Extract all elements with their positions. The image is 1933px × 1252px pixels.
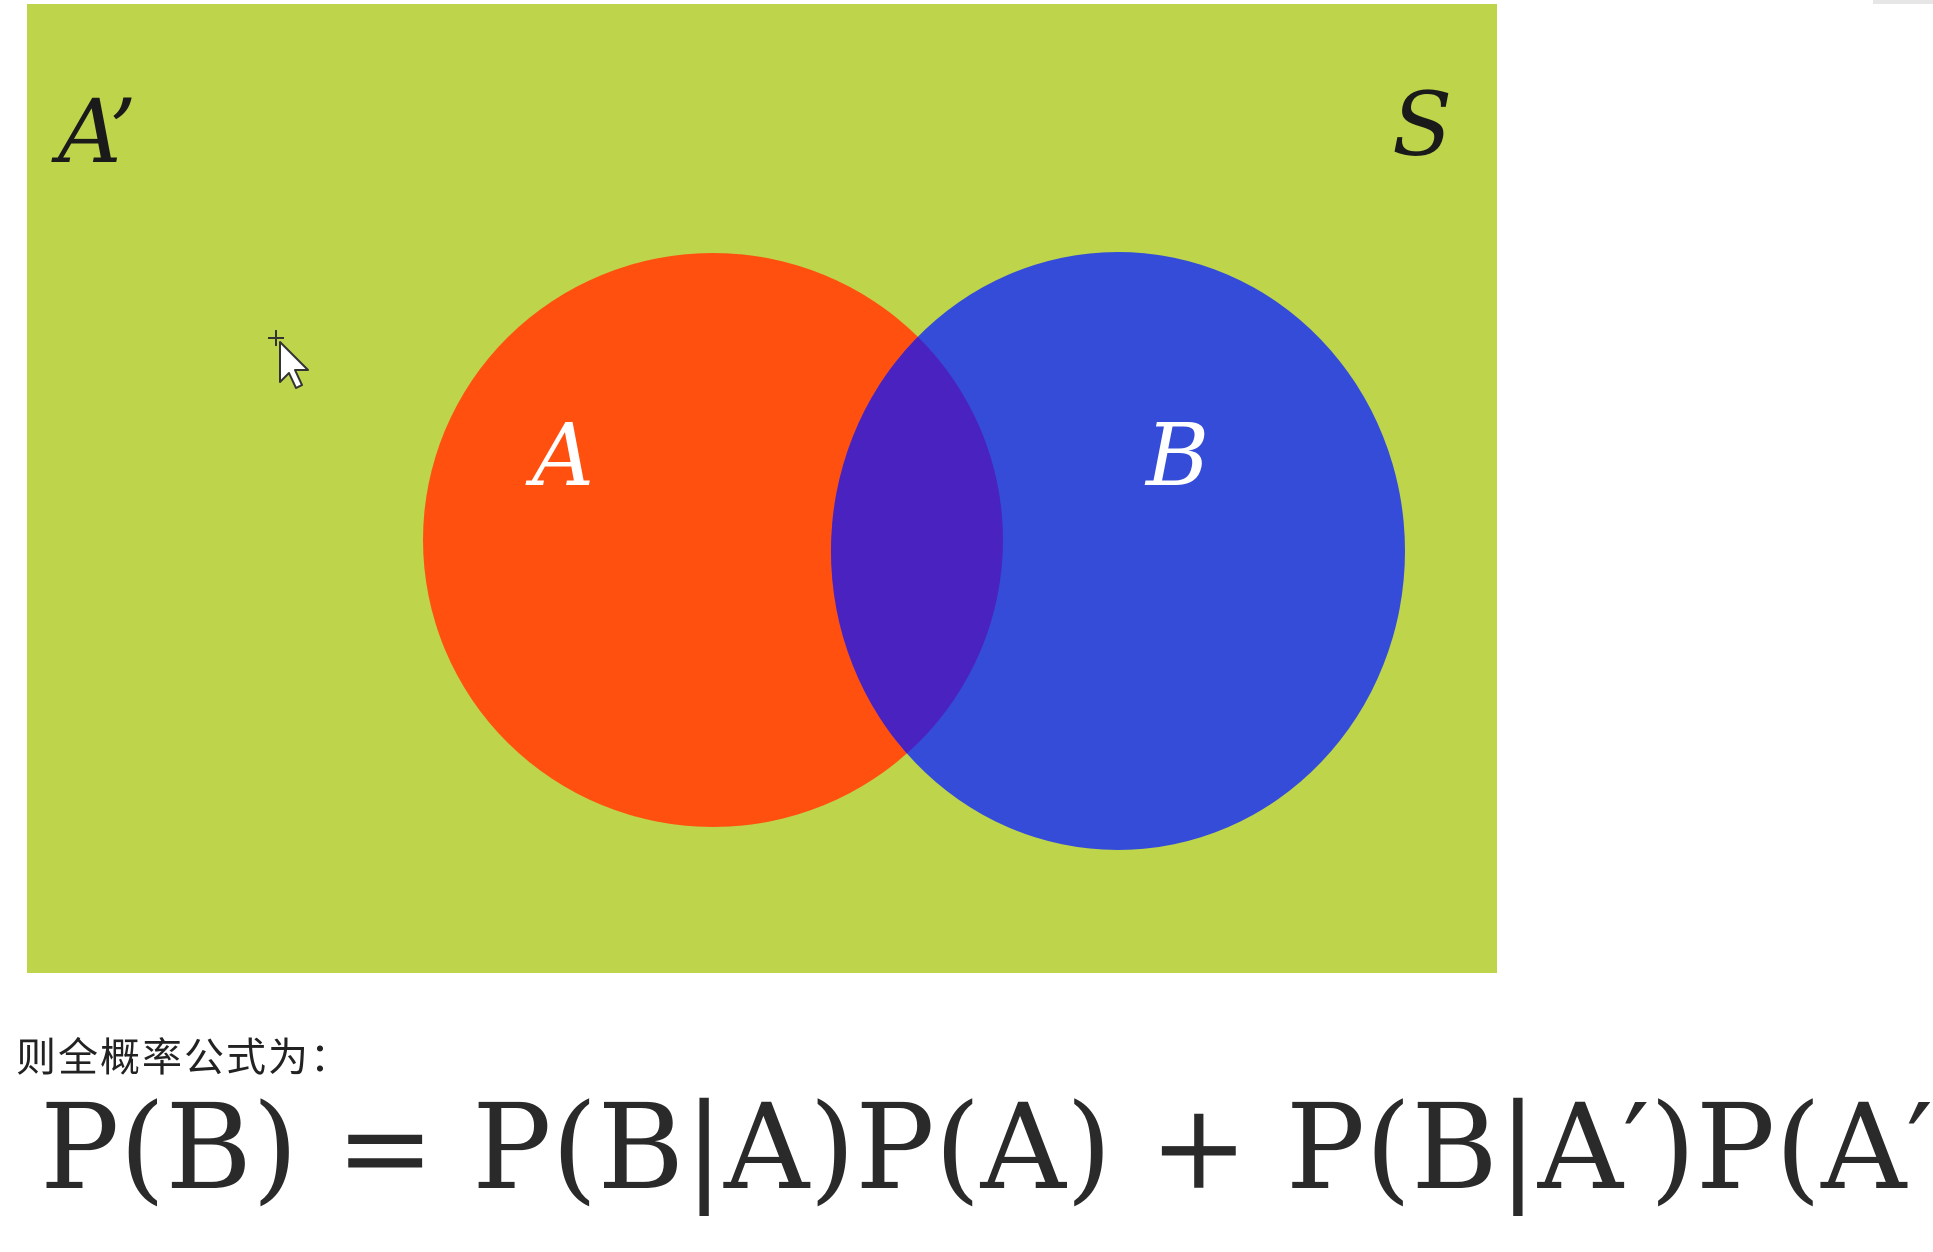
move-pointer-icon	[268, 330, 309, 389]
set-a-label: A	[525, 406, 594, 506]
set-a-circle	[423, 253, 1003, 827]
formula-caption: 则全概率公式为：	[16, 1035, 352, 1081]
venn-diagram: A’ S A B	[27, 4, 1497, 973]
set-b-circle	[831, 252, 1405, 850]
universe-s-label: S	[1392, 73, 1452, 176]
complement-a-label: A’	[51, 80, 137, 183]
total-probability-formula: P(B) = P(B|A)P(A) + P(B|A′)P(A′)	[40, 1078, 1933, 1216]
top-right-edge-mark	[1873, 0, 1933, 4]
set-b-label: B	[1144, 406, 1209, 506]
